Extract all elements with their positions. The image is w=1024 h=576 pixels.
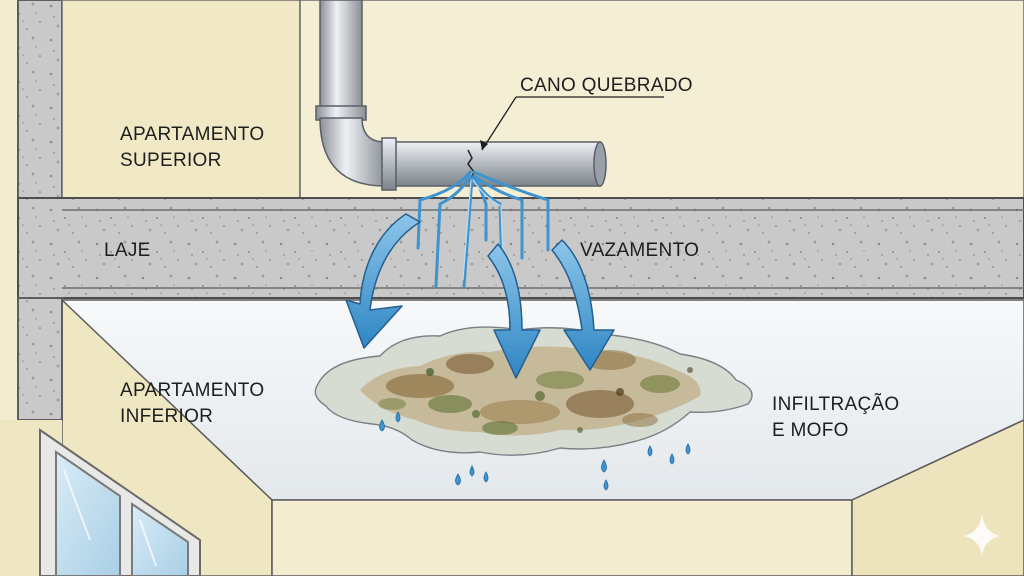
label-leak: VAZAMENTO xyxy=(580,240,699,261)
label-lower-apartment-line2: INFERIOR xyxy=(120,406,213,427)
left-column-lower xyxy=(17,297,63,421)
lower-back-wall xyxy=(271,499,853,576)
leak-arrow-left xyxy=(345,213,421,349)
window xyxy=(39,428,201,576)
upper-wall-panel-left xyxy=(61,0,301,199)
pipe xyxy=(315,0,607,191)
label-infiltration-line1: INFILTRAÇÃO xyxy=(772,393,900,415)
water-drips xyxy=(379,411,691,491)
water-streams xyxy=(416,170,550,288)
label-broken-pipe: CANO QUEBRADO xyxy=(520,75,693,96)
label-lower-apartment-line1: APARTAMENTO xyxy=(120,380,264,401)
label-slab: LAJE xyxy=(104,240,151,261)
label-upper-apartment-line2: SUPERIOR xyxy=(120,150,222,171)
broken-pipe-leader xyxy=(480,96,664,151)
mold-stain xyxy=(314,326,753,456)
leak-arrow-middle xyxy=(487,243,541,379)
leak-arrows xyxy=(345,213,615,379)
sparkle-icon xyxy=(964,514,1000,556)
label-upper-apartment-line1: APARTAMENTO xyxy=(120,124,264,145)
label-infiltration-line2: E MOFO xyxy=(772,420,849,441)
leak-arrow-right xyxy=(551,239,615,371)
